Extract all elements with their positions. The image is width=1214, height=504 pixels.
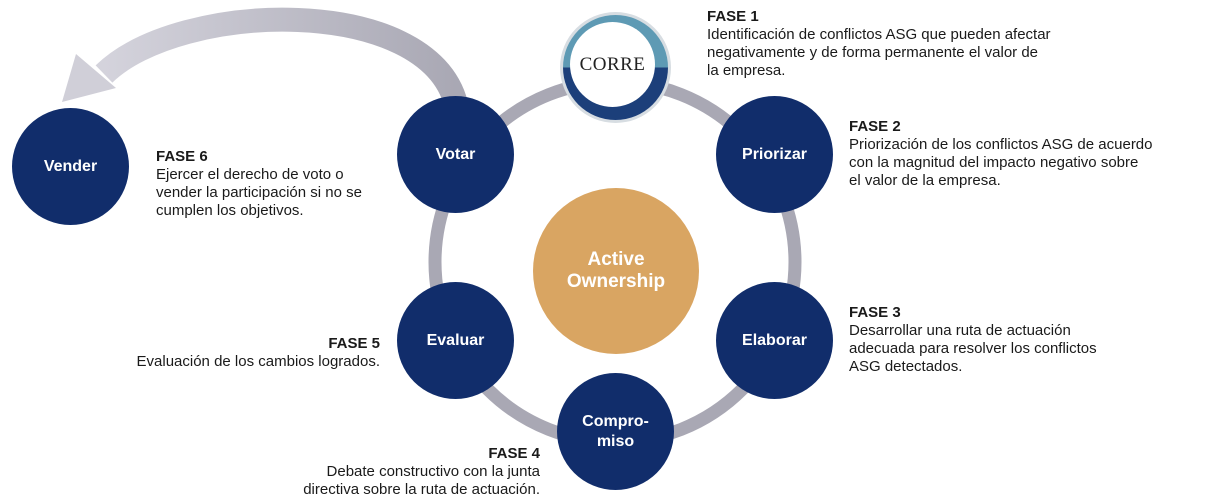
- phase-6-description: FASE 6 Ejercer el derecho de voto o vend…: [156, 148, 406, 220]
- phase-4-label: FASE 4: [488, 445, 540, 462]
- phase-6-label: FASE 6: [156, 148, 208, 165]
- node-compromiso: Compro- miso: [557, 373, 674, 490]
- phase-1-description: FASE 1 Identificación de conflictos ASG …: [707, 8, 1137, 80]
- node-votar: Votar: [397, 96, 514, 213]
- center-active-ownership: Active Ownership: [533, 188, 699, 354]
- return-arrow: [95, 7, 468, 108]
- phase-3-description: FASE 3 Desarrollar una ruta de actuación…: [849, 304, 1189, 376]
- phase-5-label: FASE 5: [328, 335, 380, 352]
- return-arrow-head: [62, 54, 116, 102]
- phase-3-label: FASE 3: [849, 304, 901, 321]
- corre-logo-node: CORRE: [560, 12, 671, 123]
- phase-5-description: FASE 5 Evaluación de los cambios logrado…: [60, 335, 380, 371]
- corre-logo: CORRE: [579, 53, 646, 75]
- node-evaluar: Evaluar: [397, 282, 514, 399]
- phase-2-label: FASE 2: [849, 118, 901, 135]
- phase-2-description: FASE 2 Priorización de los conflictos AS…: [849, 118, 1209, 190]
- node-elaborar: Elaborar: [716, 282, 833, 399]
- phase-1-label: FASE 1: [707, 8, 759, 25]
- node-priorizar: Priorizar: [716, 96, 833, 213]
- phase-4-description: FASE 4 Debate constructivo con la junta …: [238, 445, 540, 499]
- node-vender: Vender: [12, 108, 129, 225]
